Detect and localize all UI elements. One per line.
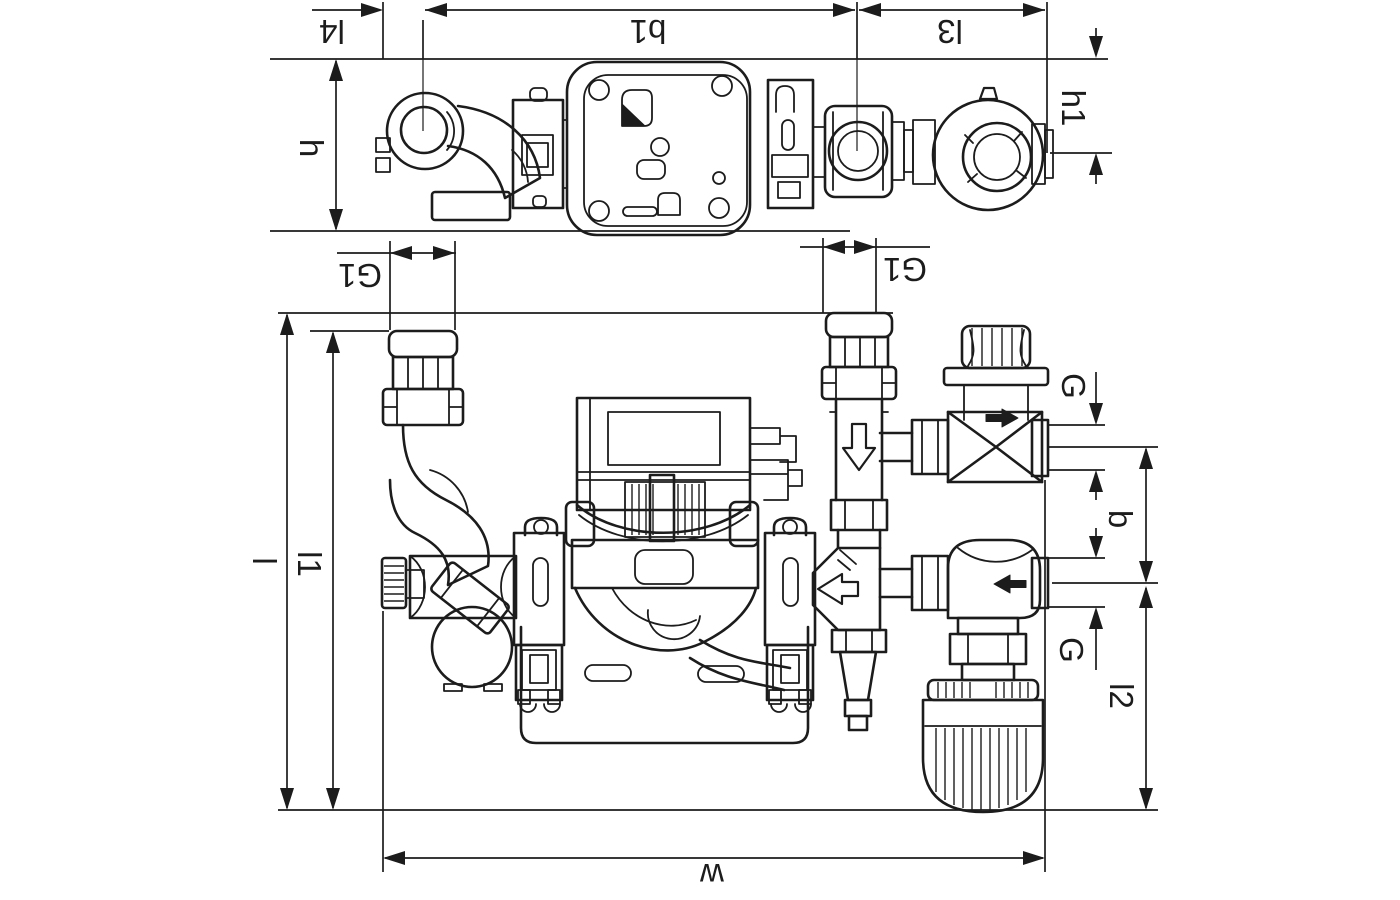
dim-label-h: h: [293, 139, 330, 157]
dim-label-l1: l1: [291, 551, 328, 577]
dim-label-w: w: [700, 857, 725, 894]
flow-down-arrow: [841, 422, 877, 472]
dim-label-l4: l4: [319, 13, 345, 50]
flow-left-arrow-small: [993, 574, 1027, 594]
dim-label-l: l: [246, 557, 283, 564]
dim-label-h1: h1: [1055, 90, 1092, 127]
dim-label-g-lower: G: [1053, 637, 1090, 663]
top-view: [270, 58, 1108, 237]
dim-label-l3: l3: [937, 13, 963, 50]
front-dimensions: l l1 G b G l2 w: [246, 312, 1158, 894]
flow-left-arrow: [816, 572, 860, 606]
dim-label-l2: l2: [1103, 683, 1140, 709]
dim-label-g1-left: G1: [338, 257, 382, 294]
flow-right-arrow: [985, 408, 1019, 428]
dim-label-b: b: [1102, 510, 1139, 528]
dim-label-g-upper: G: [1055, 373, 1092, 399]
dim-label-g1-right: G1: [883, 251, 927, 288]
dim-label-b1: b1: [630, 13, 667, 50]
front-view: [380, 311, 1158, 814]
top-dimensions: l4 b1 l3 h h1 G1: [293, 2, 1112, 330]
